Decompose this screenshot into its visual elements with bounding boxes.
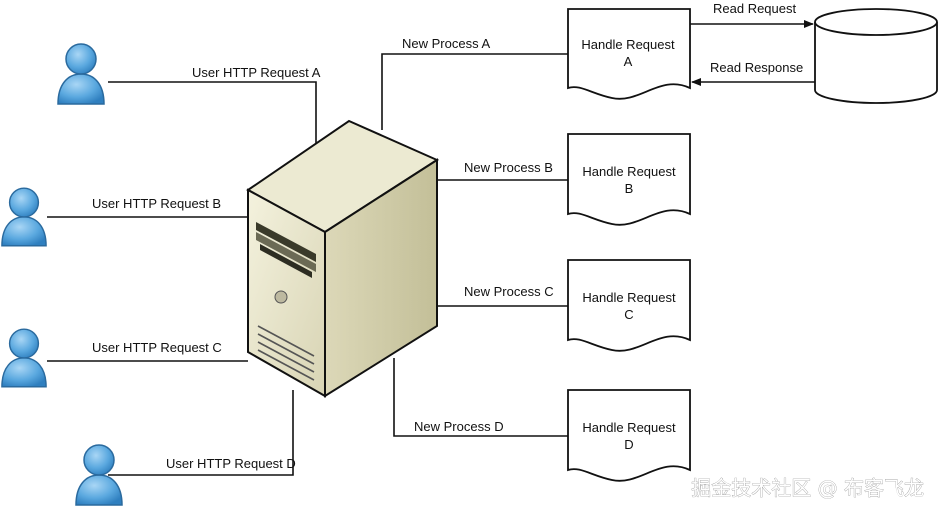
server-icon: [246, 119, 440, 398]
user-request-label: User HTTP Request D: [166, 456, 296, 471]
process-connections: [381, 53, 568, 437]
read-response-label: Read Response: [710, 60, 803, 75]
new-process-label: New Process D: [414, 419, 504, 434]
user-connections: [47, 81, 317, 476]
document-icon: [567, 133, 691, 226]
document-title: Handle Request: [582, 164, 676, 179]
database-cylinder-icon: [814, 8, 938, 104]
user-request-label: User HTTP Request C: [92, 340, 222, 355]
document-icon: [567, 389, 691, 482]
read-request-label: Read Request: [713, 1, 796, 16]
new-process-label: New Process B: [464, 160, 553, 175]
user-icon: [1, 187, 47, 247]
document-title: Handle Request: [582, 420, 676, 435]
user-request-label: User HTTP Request A: [192, 65, 321, 80]
watermark-text: 掘金技术社区 @ 布客飞龙: [691, 476, 924, 500]
connector-process-a: [381, 53, 568, 130]
document-title: Handle Request: [581, 37, 675, 52]
document-icon: [567, 8, 691, 100]
document-title: Handle Request: [582, 290, 676, 305]
user-icon: [57, 43, 105, 105]
connector-user-d: [108, 390, 294, 476]
user-request-label: User HTTP Request B: [92, 196, 221, 211]
user-icon: [1, 328, 47, 388]
new-process-label: New Process C: [464, 284, 554, 299]
database-connections: [690, 20, 815, 86]
document-subtitle: C: [624, 307, 633, 322]
document-subtitle: B: [625, 181, 634, 196]
document-subtitle: D: [624, 437, 633, 452]
connector-user-a: [108, 81, 317, 150]
new-process-label: New Process A: [402, 36, 490, 51]
connector-process-d: [393, 358, 568, 437]
document-icon: [567, 259, 691, 352]
document-subtitle: A: [624, 54, 633, 69]
